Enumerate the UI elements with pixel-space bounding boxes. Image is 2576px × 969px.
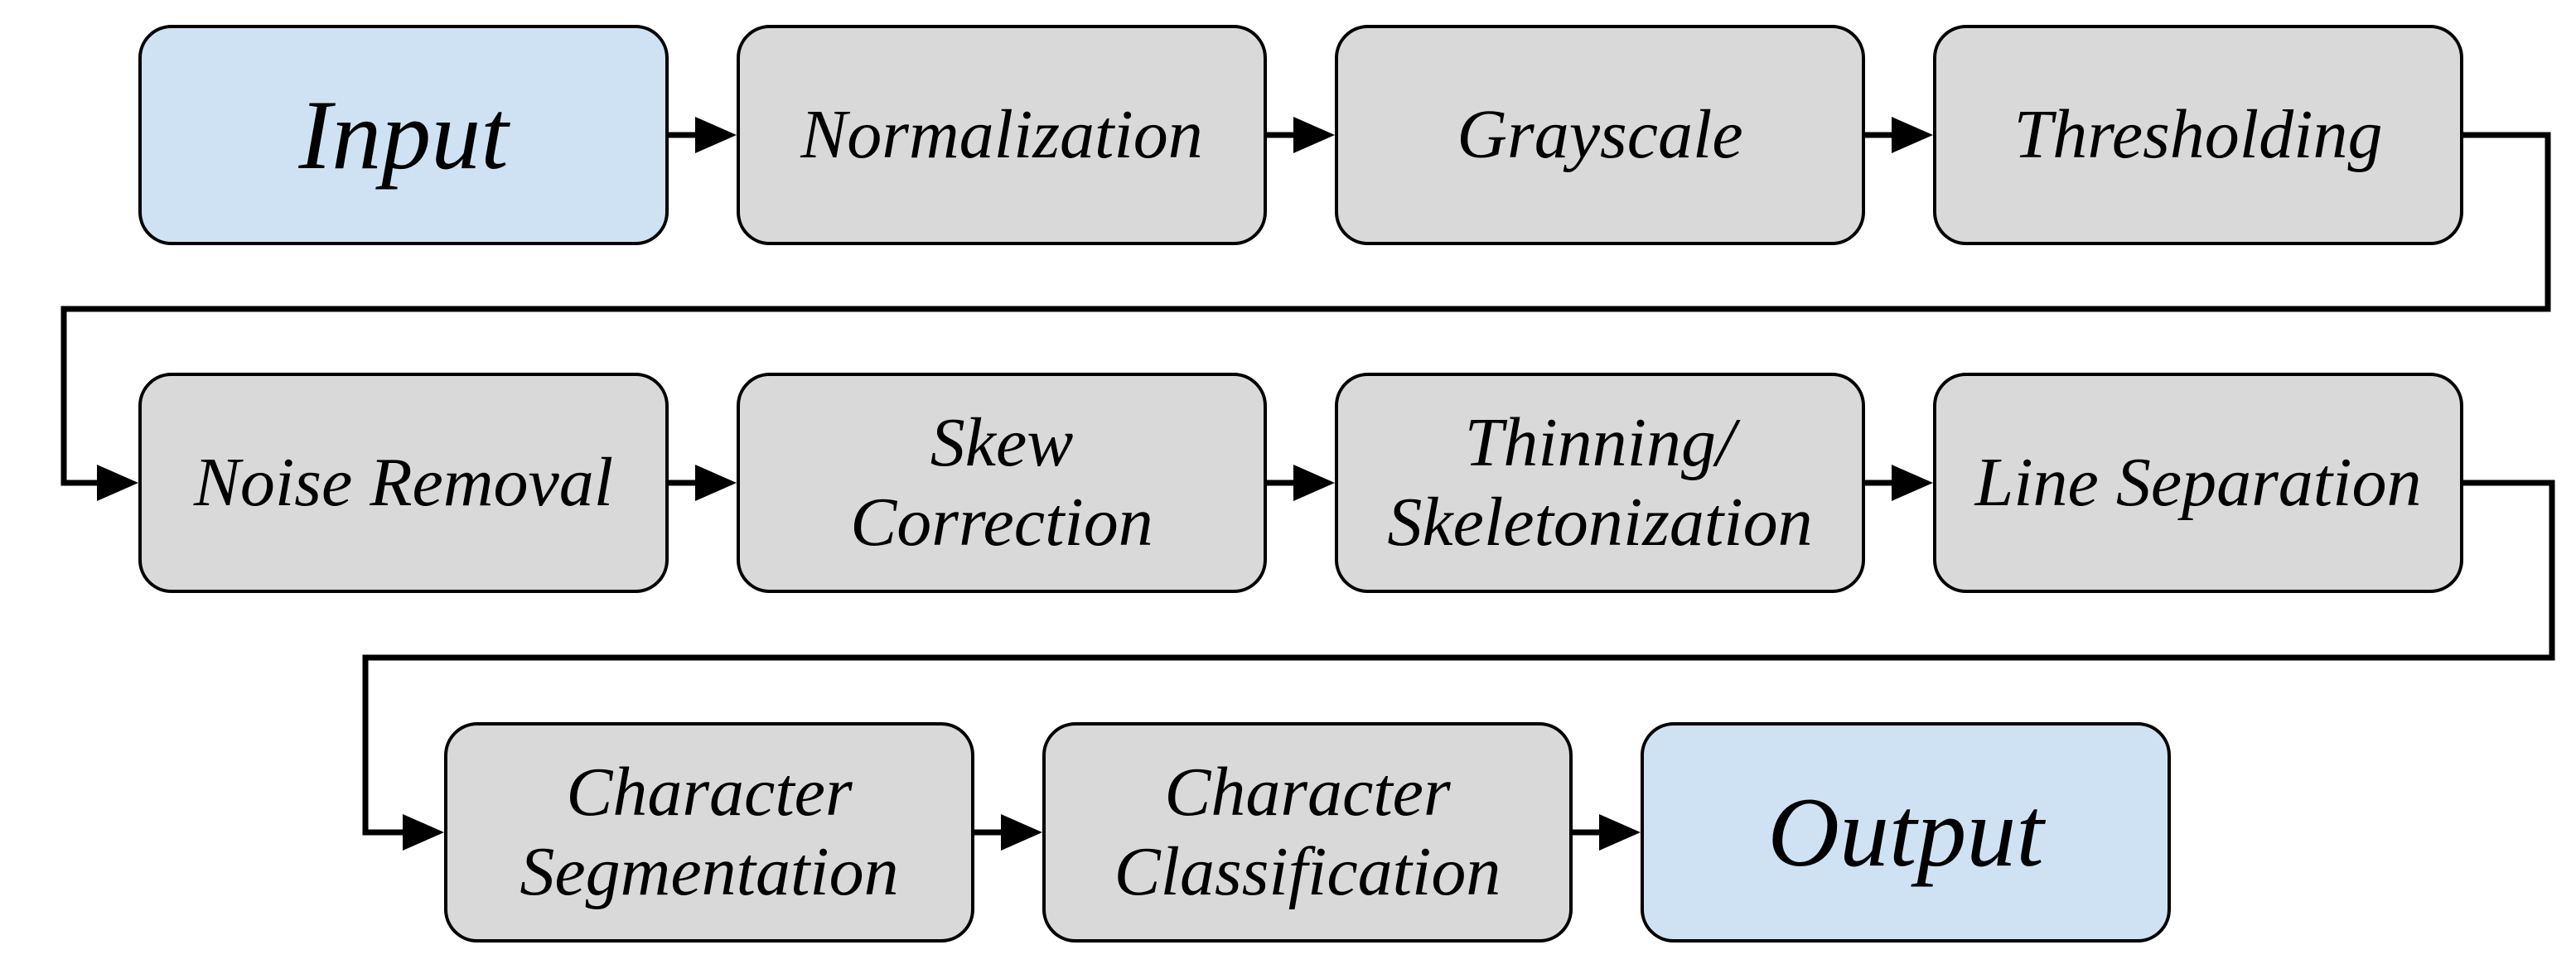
node-input: Input: [138, 25, 669, 245]
node-character-classification: Character Classification: [1042, 722, 1573, 942]
node-noise-removal-label: Noise Removal: [193, 444, 614, 522]
node-character-classification-label: Character Classification: [1114, 754, 1501, 910]
arrowhead-to-thinning: [1293, 465, 1335, 501]
node-grayscale-label: Grayscale: [1457, 96, 1743, 174]
node-skew-correction: Skew Correction: [737, 373, 1267, 593]
node-thinning-skeletonization: Thinning/ Skeletonization: [1335, 373, 1865, 593]
edge-thresholding-noise-removal: [60, 132, 2551, 486]
node-normalization-label: Normalization: [800, 96, 1203, 174]
node-output: Output: [1641, 722, 2171, 942]
arrowhead-to-skew-correction: [695, 465, 737, 501]
arrowhead-to-thresholding: [1892, 117, 1933, 153]
node-line-separation-label: Line Separation: [1974, 444, 2422, 522]
node-skew-correction-label: Skew Correction: [850, 404, 1153, 561]
node-normalization: Normalization: [737, 25, 1267, 245]
node-line-separation: Line Separation: [1933, 373, 2463, 593]
edge-line-separation-character-segmentation: [362, 480, 2555, 836]
node-input-label: Input: [298, 79, 509, 190]
node-character-segmentation-label: Character Segmentation: [520, 754, 899, 910]
arrowhead-to-grayscale: [1293, 117, 1335, 153]
node-character-segmentation: Character Segmentation: [444, 722, 974, 942]
node-thresholding: Thresholding: [1933, 25, 2463, 245]
arrowhead-to-output: [1599, 814, 1641, 851]
arrowhead-to-normalization: [695, 117, 737, 153]
node-thresholding-label: Thresholding: [2013, 96, 2383, 174]
arrowhead-to-line-separation: [1892, 465, 1933, 501]
arrowhead-to-character-classification: [1001, 814, 1042, 851]
node-thinning-skeletonization-label: Thinning/ Skeletonization: [1387, 404, 1813, 561]
arrowhead-to-noise-removal: [97, 465, 138, 501]
node-output-label: Output: [1767, 776, 2044, 887]
node-noise-removal: Noise Removal: [138, 373, 669, 593]
arrowhead-to-character-segmentation: [403, 814, 444, 851]
node-grayscale: Grayscale: [1335, 25, 1865, 245]
